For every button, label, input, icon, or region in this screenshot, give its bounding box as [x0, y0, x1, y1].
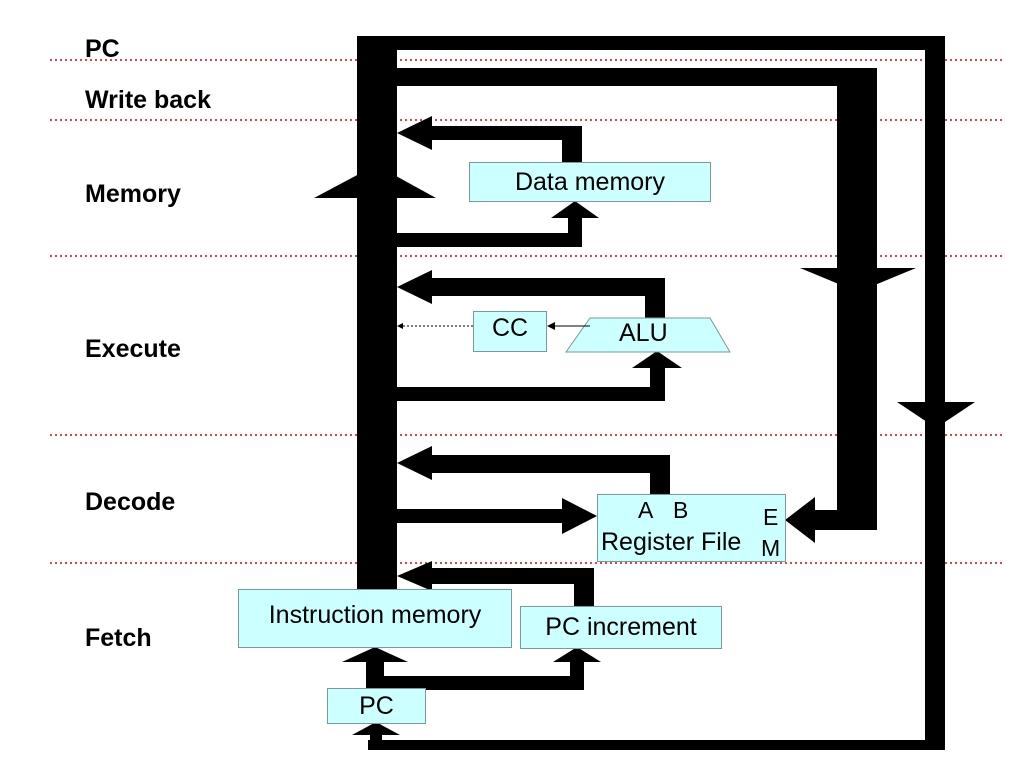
regfile-input-arrow — [562, 498, 597, 534]
main-bus — [357, 36, 397, 590]
right-return-wire — [925, 36, 945, 750]
stage-label-execute: Execute — [85, 335, 181, 363]
stage-label-fetch: Fetch — [85, 624, 152, 652]
alu-output-wire — [432, 278, 665, 296]
alu-input-wire — [397, 387, 665, 401]
alu-to-cc-arrowhead — [547, 322, 555, 330]
writeback-wire-vertical — [837, 68, 877, 530]
stage-label-decode: Decode — [85, 488, 176, 516]
stage-label-memory: Memory — [85, 180, 181, 208]
data-memory-block: Data memory — [469, 162, 711, 202]
writeback-down-arrow — [800, 268, 916, 292]
dmem-output-wire — [432, 126, 582, 140]
stage-label-write-back: Write back — [85, 86, 211, 114]
cc-label: CC — [491, 314, 529, 342]
regfile-input-wire — [397, 509, 562, 523]
regfile-output-arrow — [397, 446, 432, 480]
pc-to-pcinc-arrow — [553, 647, 601, 662]
alu-input-up — [650, 366, 665, 401]
reg-port-a: A — [638, 497, 654, 523]
right-down-arrow — [897, 402, 975, 428]
cc-output-arrowhead — [397, 323, 403, 329]
pc-to-pcinc-wire — [384, 676, 584, 690]
dmem-input-up — [568, 216, 582, 247]
alu-label: ALU — [619, 319, 668, 347]
writeback-wire-bottom — [815, 510, 877, 530]
pc-to-pcinc-up — [570, 660, 584, 690]
writeback-wire-top — [397, 68, 877, 86]
pc-to-imem-arrow — [342, 647, 408, 662]
top-loop-wire — [397, 36, 945, 50]
bottom-return-wire — [368, 740, 945, 750]
pc-increment-label: PC increment — [545, 613, 697, 641]
reg-port-e: E — [763, 504, 779, 530]
data-memory-label: Data memory — [514, 167, 666, 196]
pc-to-imem-wire — [366, 660, 384, 688]
regfile-writeback-arrow — [785, 497, 815, 543]
pcinc-output-arrow — [397, 561, 432, 591]
alu-output-arrow — [397, 270, 432, 304]
register-file-label: Register File — [601, 528, 742, 556]
alu-input-arrow — [632, 351, 682, 368]
register-file-block — [597, 494, 786, 562]
dmem-input-wire — [397, 233, 582, 247]
regfile-output-wire — [432, 455, 670, 473]
reg-port-m: M — [761, 535, 781, 561]
pc-increment-block: PC increment — [520, 606, 722, 649]
instruction-memory-block: Instruction memory — [238, 589, 512, 648]
dmem-input-arrow — [551, 201, 599, 218]
instruction-memory-label: Instruction memory — [268, 601, 482, 629]
dmem-output-arrow — [397, 116, 432, 150]
pc-register-label: PC — [359, 691, 394, 720]
pcinc-output-wire — [432, 568, 594, 584]
pc-up-arrow — [352, 722, 400, 735]
reg-port-b: B — [673, 497, 689, 523]
bus-up-arrow — [314, 165, 436, 198]
datapath-wires — [314, 36, 975, 750]
pc-feed-stub — [370, 733, 382, 750]
alu-shape — [565, 317, 731, 353]
cc-block: CC — [473, 311, 547, 352]
pc-register-block: PC — [327, 688, 426, 724]
stage-label-pc: PC — [85, 35, 120, 63]
